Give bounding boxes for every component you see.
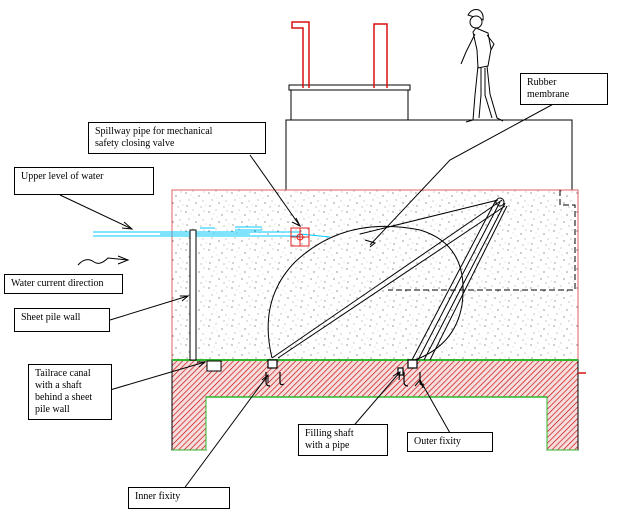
label-filling-line-1: Filling shaft [305,428,354,439]
label-inner-fixity: Inner fixity [128,487,230,509]
label-filling-shaft: Filling shaft with a pipe [298,424,388,456]
label-outer-fixity: Outer fixity [407,432,493,452]
chimney-right [373,23,388,88]
foundation-slab [171,359,586,451]
label-tailrace-canal: Tailrace canal with a shaft behind a she… [28,364,112,420]
label-water-current: Water current direction [4,274,123,294]
label-rubber-membrane-text: Rubber membrane [527,77,570,100]
label-spillway-pipe: Spillway pipe for mechanical safety clos… [88,122,266,154]
concrete-body [171,189,579,361]
chimney-left [291,21,310,88]
label-rubber-membrane: Rubber membrane [520,73,608,105]
rubber-membrane [267,197,508,361]
label-outer-fixity-text: Outer fixity [414,436,461,447]
water-current-arrow [77,255,130,266]
label-sheet-pile-wall: Sheet pile wall [14,308,110,332]
sheet-pile-wall [189,229,197,361]
label-water-current-text: Water current direction [11,278,104,289]
inner-fixity-anchor [265,359,285,387]
label-upper-level-text: Upper level of water [21,171,104,182]
label-tailrace-line-2: with a shaft [35,380,82,391]
tailrace-box [206,360,222,372]
spillway-valve [290,227,310,247]
label-tailrace-line-4: pile wall [35,404,70,415]
label-tailrace-line-1: Tailrace canal [35,368,91,379]
label-filling-line-2: with a pipe [305,440,350,451]
worker-figure [460,9,504,123]
label-spillway-line-2: safety closing valve [95,138,175,149]
label-inner-fixity-text: Inner fixity [135,491,181,502]
label-sheet-pile-wall-text: Sheet pile wall [21,312,81,323]
label-upper-level: Upper level of water [14,167,154,195]
leader-lines [59,94,571,491]
water-level [93,226,331,238]
label-tailrace-line-3: behind a sheet [35,392,93,403]
control-building [285,21,573,192]
label-spillway-line-1: Spillway pipe for mechanical [95,126,213,137]
